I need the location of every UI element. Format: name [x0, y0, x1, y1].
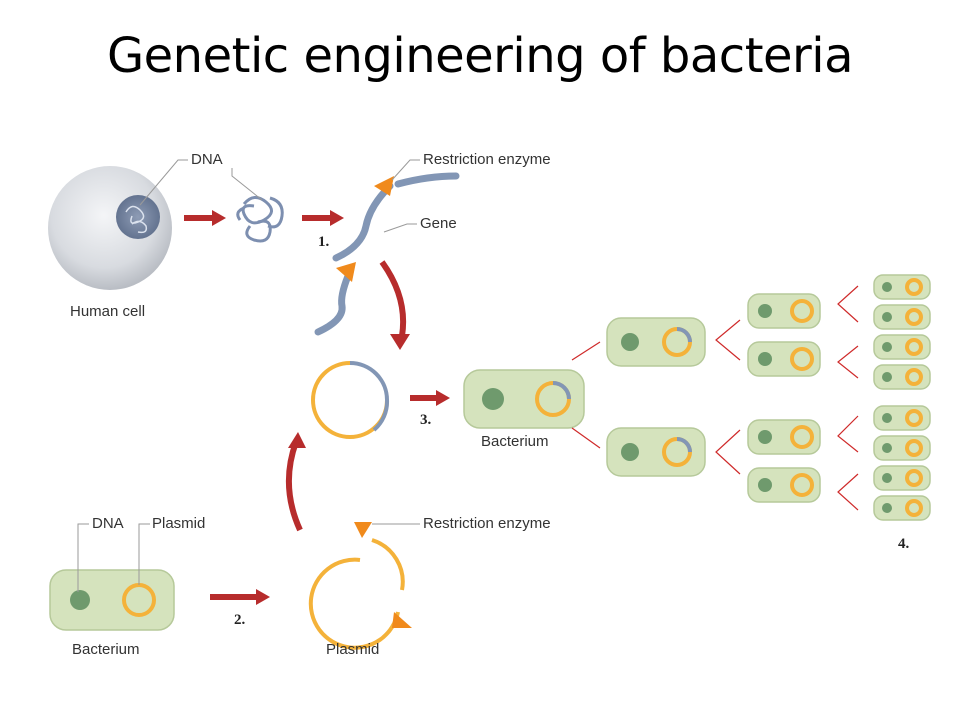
dna-label-bottom: DNA [92, 515, 124, 532]
arrow-dna-to-gene [302, 210, 344, 226]
bacterium-gen1-b [606, 427, 706, 477]
bacterium-gen3 [873, 274, 931, 521]
arrow-plasmid-up [285, 432, 306, 532]
gene-label: Gene [420, 215, 457, 232]
cut-plasmid [308, 538, 405, 650]
restriction-enzyme-leader-top [391, 159, 420, 181]
gene-leader [383, 223, 417, 233]
recombinant-plasmid [311, 361, 390, 439]
page-title: Genetic engineering of bacteria [106, 28, 854, 84]
arrow-bacterium-to-plasmid [210, 589, 270, 605]
human-cell [48, 166, 172, 290]
restriction-enzyme-icon-lower [392, 612, 412, 628]
arrow-plasmid-to-bacterium [410, 390, 450, 406]
plasmid-label-bottom: Plasmid [326, 641, 379, 658]
bacterium-label-bottom: Bacterium [72, 641, 140, 658]
human-cell-label: Human cell [70, 303, 145, 320]
bacterium-gen1-a [606, 317, 706, 367]
arrow-cell-to-dna [184, 210, 226, 226]
step-3-label: 3. [420, 412, 432, 428]
division-branch-3 [837, 285, 859, 511]
division-branch-2 [715, 319, 741, 475]
dna-leader-top [139, 159, 188, 206]
dna-label-top: DNA [191, 151, 223, 168]
bacterium-mid [463, 369, 585, 429]
dna-tangle-leader [231, 168, 263, 201]
step-1-label: 1. [318, 234, 330, 250]
restriction-enzyme-icon-upper [354, 522, 372, 538]
dna-tangle-icon [236, 196, 284, 243]
restriction-enzyme-icon-gene [336, 262, 356, 282]
dna-strand-cut [314, 172, 460, 336]
bacterium-bottom [49, 569, 175, 631]
restriction-enzyme-label-bottom: Restriction enzyme [423, 515, 551, 532]
step-4-label: 4. [898, 536, 910, 552]
division-branch-1 [571, 341, 601, 449]
step-2-label: 2. [234, 612, 246, 628]
plasmid-leader-top [138, 523, 150, 585]
restriction-enzyme-label-top: Restriction enzyme [423, 151, 551, 168]
dna-leader-bottom [77, 523, 89, 592]
bacterium-label-mid: Bacterium [481, 433, 549, 450]
arrow-gene-to-plasmid [379, 260, 410, 350]
plasmid-label-top: Plasmid [152, 515, 205, 532]
restriction-enzyme-icon-top [374, 176, 394, 196]
bacterium-gen2 [747, 293, 821, 503]
